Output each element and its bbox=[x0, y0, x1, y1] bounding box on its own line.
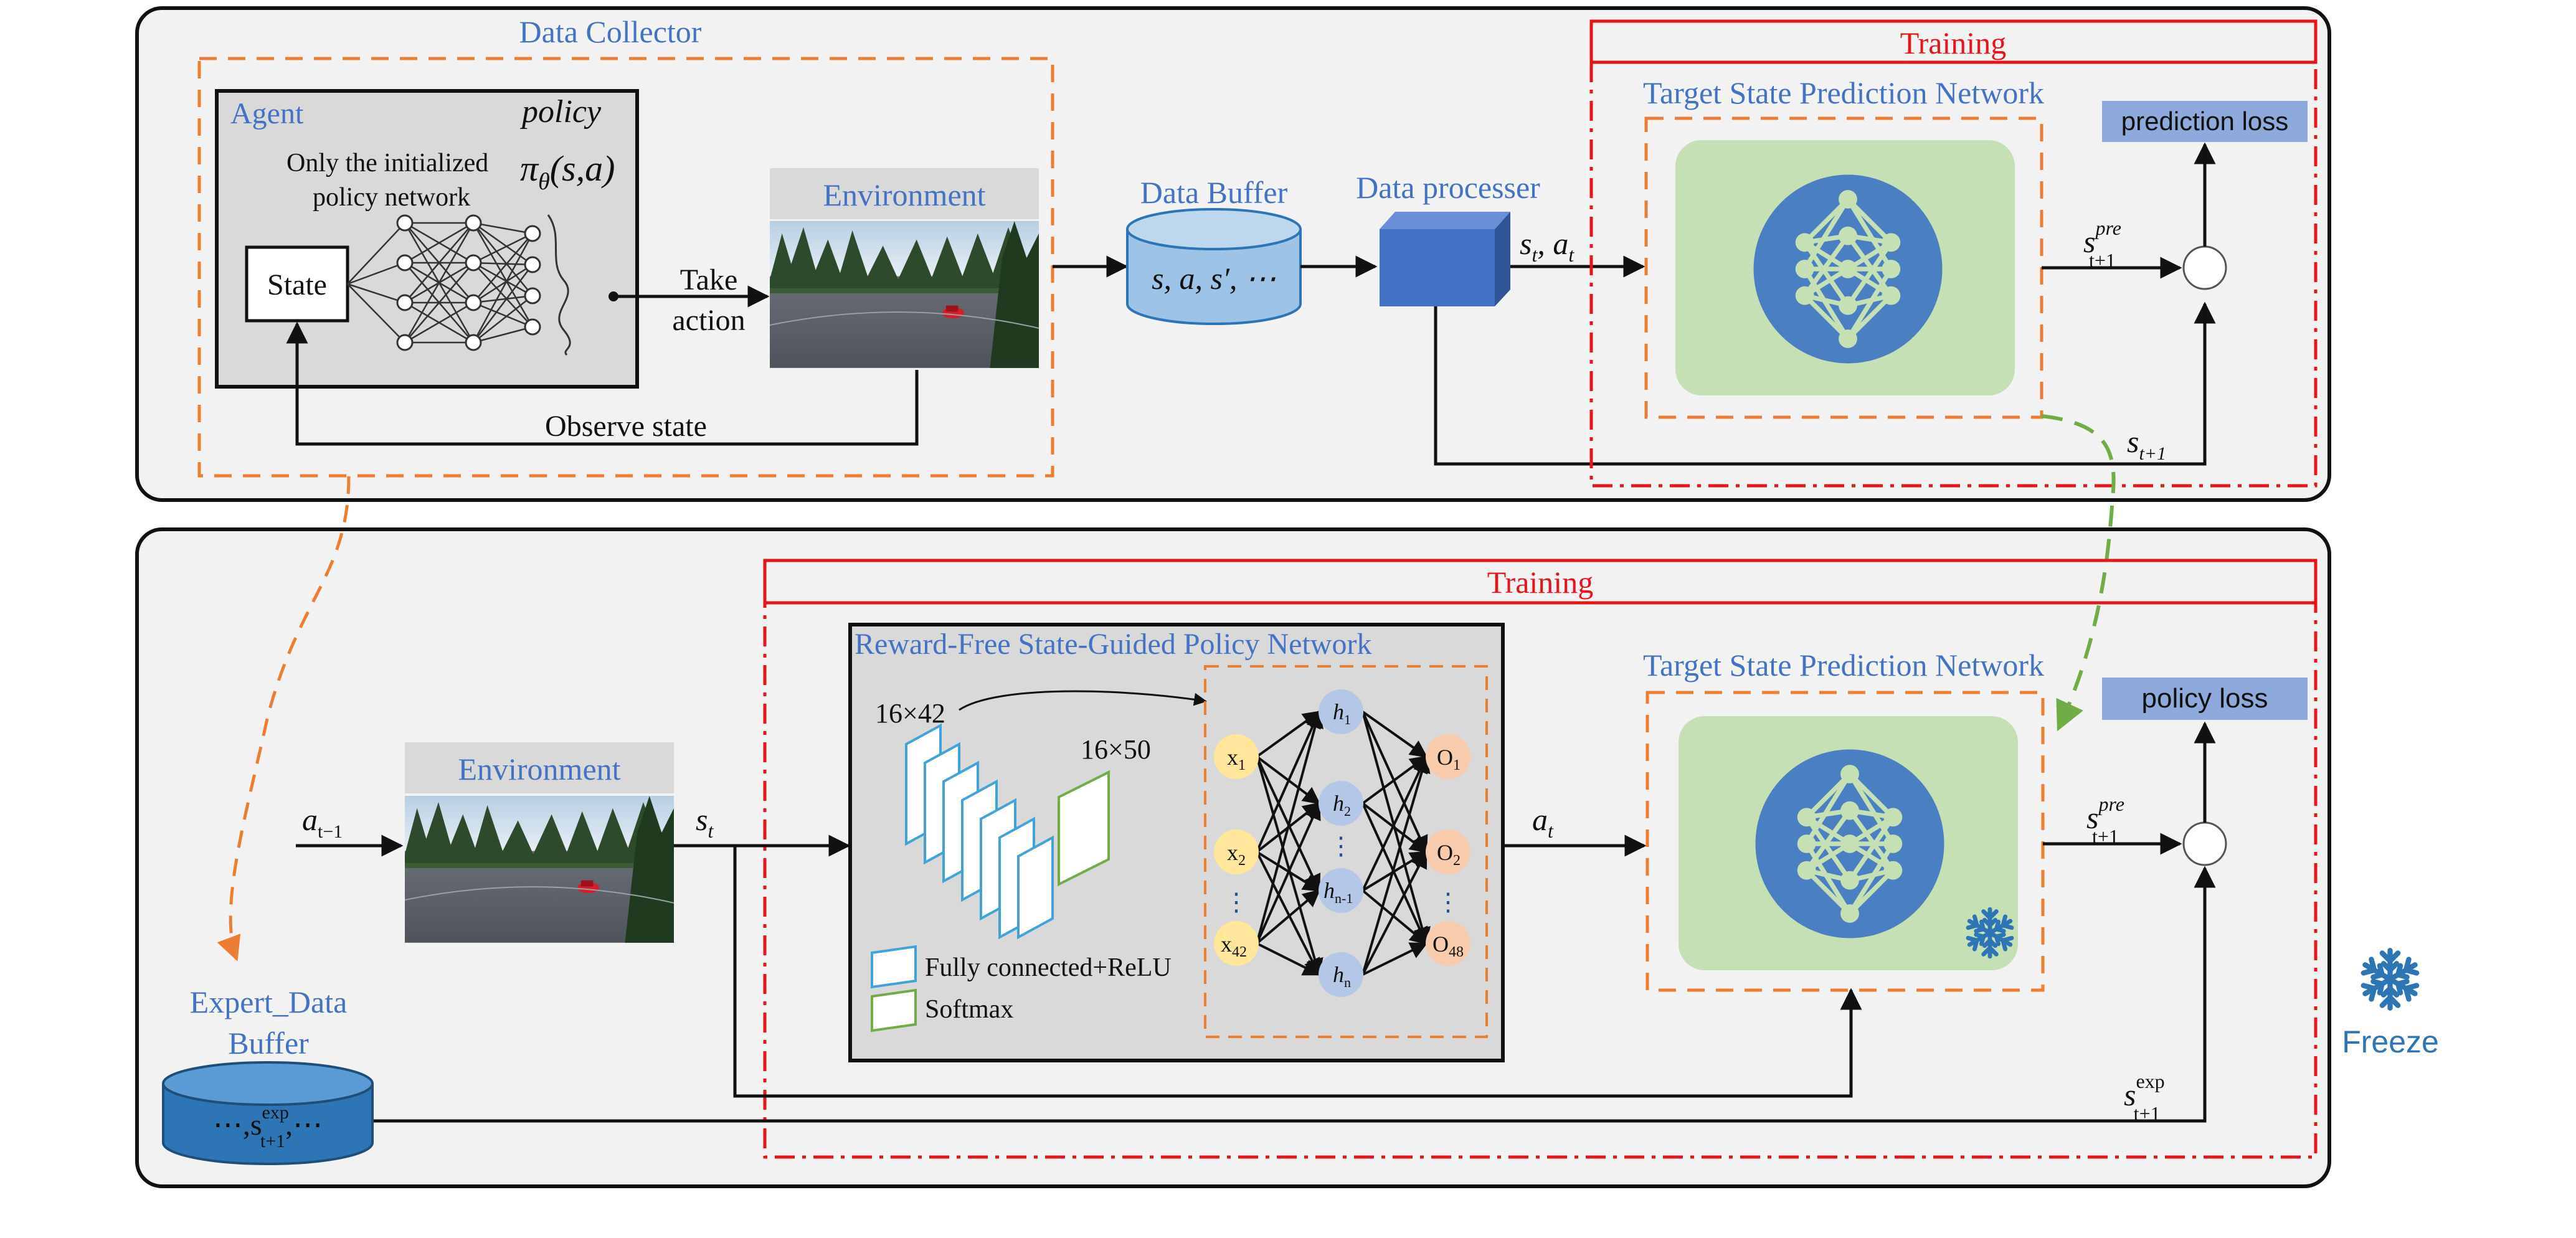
policy-formula: πθ(s,a) bbox=[520, 148, 615, 195]
output-node-3: O48 bbox=[1432, 932, 1464, 960]
output-dots: ⋮ bbox=[1436, 888, 1461, 916]
data-buffer-title: Data Buffer bbox=[1140, 175, 1288, 210]
data-processer-cube-front bbox=[1380, 229, 1495, 306]
init-line-2: policy network bbox=[313, 183, 470, 212]
mlp-box bbox=[1204, 665, 1488, 1038]
processer-next-state-line bbox=[1434, 301, 2216, 466]
freeze-label: Freeze bbox=[2342, 1024, 2439, 1059]
agent-title: Agent bbox=[230, 97, 304, 130]
hidden-node-1: h1 bbox=[1333, 699, 1351, 727]
legend-softmax-swatch bbox=[871, 988, 917, 1032]
expert-buffer-cylinder bbox=[162, 1084, 374, 1165]
state-label: State bbox=[267, 268, 327, 301]
state-box bbox=[245, 245, 349, 323]
training-bottom-header bbox=[763, 559, 2318, 605]
take-action-label-2: action bbox=[672, 304, 745, 337]
data-processer-cube-side bbox=[1495, 212, 1510, 306]
expert-buffer-title-1: Expert_Data bbox=[190, 985, 348, 1019]
hidden-node-4: hn bbox=[1333, 962, 1351, 990]
env-bottom-header bbox=[405, 742, 674, 793]
output-node-1: O1 bbox=[1437, 745, 1461, 773]
data-buffer-contents: s, a, s′, ⋯ bbox=[1152, 261, 1276, 296]
env-bottom-title: Environment bbox=[458, 752, 620, 787]
data-processer-title: Data processer bbox=[1356, 170, 1540, 205]
legend-softmax-label: Softmax bbox=[925, 995, 1013, 1024]
policy-word: policy bbox=[519, 94, 602, 130]
legend-fc-label: Fully connected+ReLU bbox=[925, 953, 1172, 982]
training-bottom-title: Training bbox=[1487, 565, 1593, 600]
tspn-bottom-title: Target State Prediction Network bbox=[1643, 648, 2044, 683]
collector-to-expert-arrow bbox=[217, 476, 351, 962]
a-prev-label: at−1 bbox=[302, 802, 343, 842]
mlp-output-nodes bbox=[1426, 734, 1470, 966]
freeze-snowflake-icon bbox=[2361, 950, 2419, 1008]
hidden-dots: ⋮ bbox=[1328, 832, 1353, 860]
hidden-node-2: h2 bbox=[1333, 791, 1351, 819]
s-t-to-tspn-line bbox=[733, 846, 1862, 1098]
training-top-title: Training bbox=[1900, 26, 2006, 60]
expert-to-loss-line bbox=[352, 866, 2216, 1123]
output-node-2: O2 bbox=[1437, 840, 1461, 869]
s-next-label: st+1 bbox=[2127, 424, 2166, 464]
mlp-input-nodes bbox=[1214, 734, 1259, 966]
tspn-transfer-arrow bbox=[2041, 414, 2116, 732]
dim-label-1: 16×42 bbox=[875, 698, 945, 729]
fc-layer-stack bbox=[905, 723, 1054, 940]
input-node-2: x2 bbox=[1227, 840, 1246, 869]
init-line-1: Only the initialized bbox=[286, 149, 488, 177]
prediction-loss-box bbox=[2102, 101, 2308, 142]
mlp-hidden-nodes bbox=[1319, 689, 1363, 997]
sa-label: st, at bbox=[1520, 226, 1574, 266]
env-top-header bbox=[770, 168, 1039, 219]
data-buffer-top bbox=[1126, 208, 1302, 250]
tspn-bottom-box bbox=[1646, 691, 2045, 992]
tspn-top-network-graphic bbox=[1754, 175, 1943, 364]
softmax-layer bbox=[1058, 770, 1110, 887]
policy-loss-label: policy loss bbox=[2142, 683, 2268, 714]
dim-label-2: 16×50 bbox=[1081, 734, 1151, 765]
tspn-bottom-network-graphic bbox=[1756, 750, 1944, 938]
small-policy-nodes bbox=[396, 214, 541, 351]
take-action-label-1: Take bbox=[680, 263, 738, 296]
data-buffer-cylinder bbox=[1126, 229, 1302, 325]
input-dots: ⋮ bbox=[1224, 888, 1249, 916]
hidden-node-3: hn-1 bbox=[1324, 878, 1353, 906]
input-node-1: x1 bbox=[1227, 745, 1246, 773]
input-node-3: x42 bbox=[1221, 932, 1247, 960]
prediction-loss-label: prediction loss bbox=[2121, 106, 2288, 136]
training-top-header bbox=[1589, 19, 2318, 64]
small-policy-network bbox=[347, 222, 534, 344]
tspn-top-title: Target State Prediction Network bbox=[1643, 75, 2044, 110]
action-distribution-curve bbox=[547, 214, 571, 356]
loss-node-bottom bbox=[2182, 821, 2227, 866]
s-t-label: st bbox=[696, 802, 714, 842]
a-t-label: at bbox=[1532, 802, 1554, 842]
expert-buffer-title-2: Buffer bbox=[228, 1026, 309, 1061]
env-top-title: Environment bbox=[823, 177, 985, 212]
mlp-edges bbox=[1256, 710, 1431, 976]
data-collector-title: Data Collector bbox=[519, 14, 702, 49]
env-top-image bbox=[770, 220, 1039, 369]
observe-state-label: Observe state bbox=[545, 410, 707, 443]
legend-fc-swatch bbox=[871, 945, 917, 989]
loss-node-top bbox=[2182, 245, 2227, 290]
env-bottom-image bbox=[405, 795, 674, 943]
expert-buffer-top bbox=[162, 1061, 374, 1106]
dim-pointer-arrow bbox=[959, 690, 1208, 711]
rfsg-title: Reward-Free State-Guided Policy Network bbox=[855, 628, 1371, 661]
policy-loss-box bbox=[2102, 678, 2308, 720]
observe-state-arrow bbox=[286, 321, 919, 446]
data-processer-cube-top bbox=[1380, 212, 1510, 229]
